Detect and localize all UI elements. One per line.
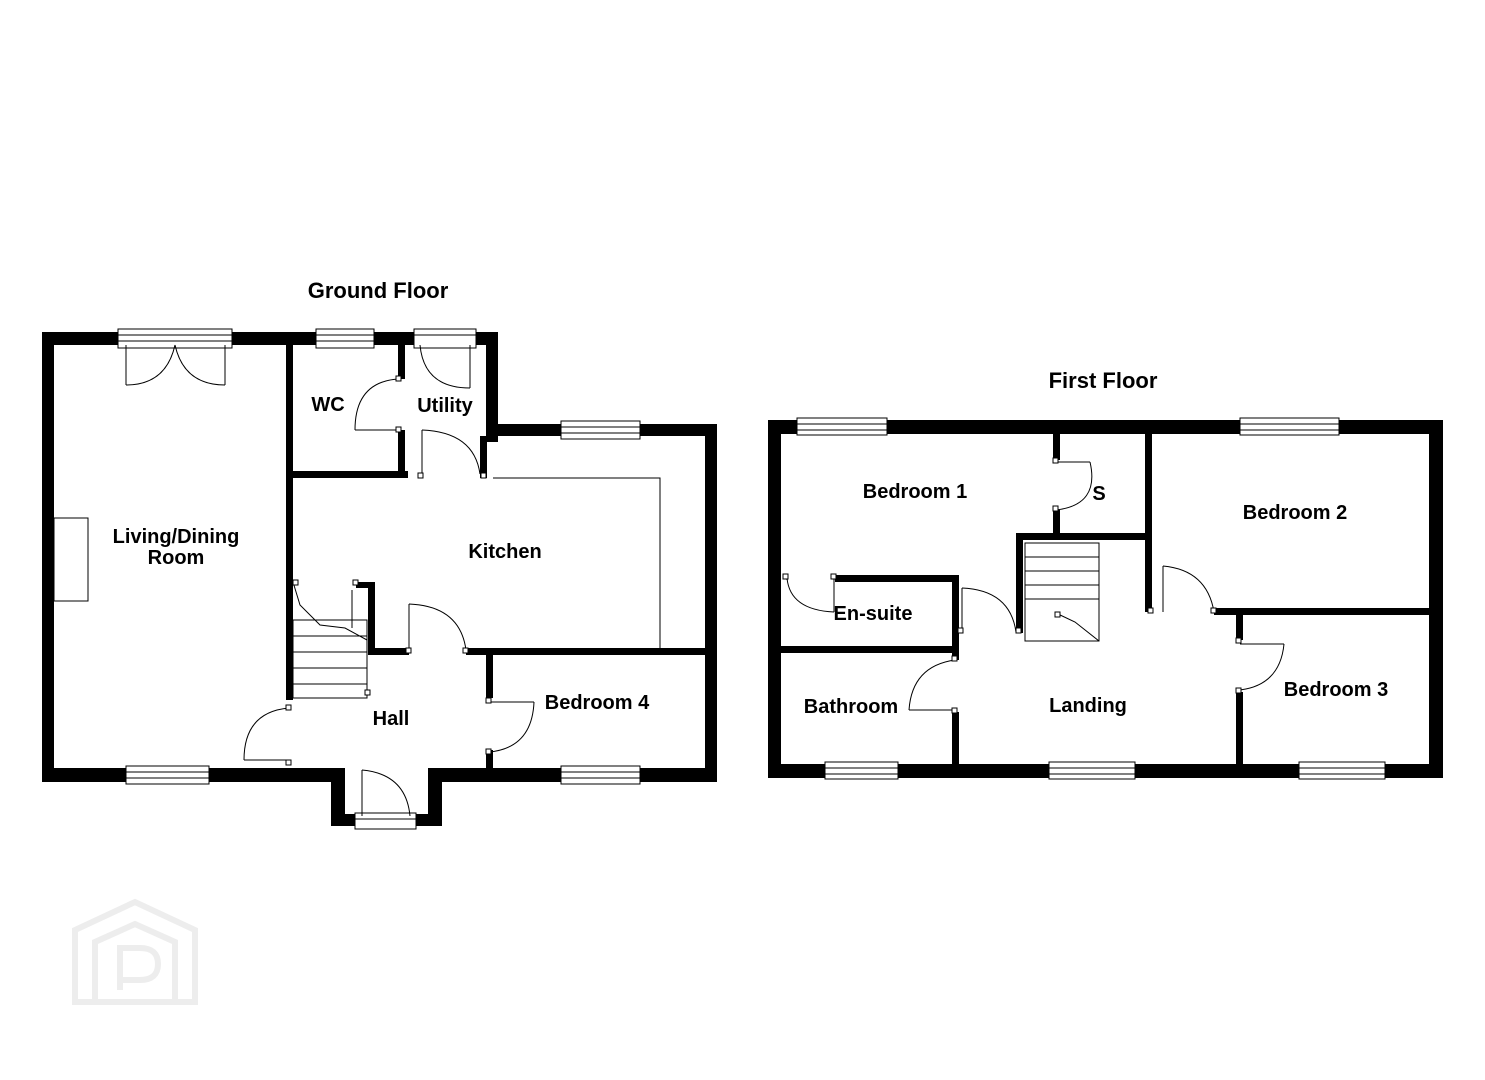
room-label-bedroom-3: Bedroom 3: [1284, 679, 1388, 701]
ff-window-bed2: [1239, 417, 1340, 436]
gf-window-bottom-bed4: [560, 765, 641, 785]
gf-wall-utility-right: [486, 332, 498, 442]
gf-wall-left: [42, 332, 54, 782]
room-label-bedroom-4: Bedroom 4: [545, 692, 650, 714]
room-label-landing: Landing: [1049, 695, 1127, 717]
gf-porch-bottom-l: [331, 814, 355, 826]
gf-staircase: [292, 579, 371, 699]
gf-french-doors: [125, 344, 226, 386]
room-label-utility: Utility: [417, 395, 473, 417]
gf-wall-living-kitchen: [286, 345, 293, 700]
gf-window-porch: [354, 812, 417, 830]
ff-staircase: [1024, 542, 1100, 642]
first-floor-title: First Floor: [1049, 368, 1158, 393]
ff-wall-right: [1429, 420, 1443, 778]
gf-wall-kitchen-bottom: [466, 648, 717, 655]
gf-porch-left: [331, 768, 345, 826]
ff-wall-ensuite-bottom: [781, 646, 959, 653]
gf-wall-bed4-left-top: [486, 648, 493, 698]
ground-floor-plan: Ground Floor Living/Dining Room WC Utili…: [42, 278, 717, 830]
ff-wall-bed3-left-bottom: [1236, 692, 1243, 766]
kitchen-counter-line: [493, 477, 661, 648]
gf-hall-living-door: [243, 704, 292, 766]
room-label-living-dining-2: Room: [148, 547, 205, 569]
gf-utility-door: [417, 429, 487, 479]
room-label-bedroom-1: Bedroom 1: [863, 481, 967, 503]
ff-wall-stair-left: [1016, 533, 1023, 633]
ff-bedroom1-door: [957, 587, 1022, 634]
ff-wall-bed2-bottom: [1214, 608, 1429, 615]
ff-ensuite-door: [782, 573, 837, 613]
room-label-bedroom-2: Bedroom 2: [1243, 502, 1347, 524]
room-label-living-dining: Living/Dining: [113, 526, 240, 548]
gf-wall-hall-top: [368, 648, 409, 655]
gf-wall-wc-utility-bottom: [398, 430, 405, 474]
gf-wall-wc-bottom: [286, 471, 408, 478]
ff-window-bathroom: [824, 761, 899, 780]
room-label-kitchen: Kitchen: [468, 541, 541, 563]
gf-utility-back-door: [419, 344, 471, 389]
room-label-storage: S: [1092, 483, 1105, 505]
first-floor-plan: First Floor Bedroom 1 S Bedroom 2 En-sui…: [768, 368, 1443, 780]
ff-bedroom2-door: [1147, 565, 1217, 614]
ff-wall-ensuite-top: [835, 575, 959, 582]
ff-window-landing: [1048, 761, 1136, 780]
ff-wall-bath-right: [952, 712, 959, 766]
house-logo-icon: [72, 898, 198, 1005]
gf-wall-stair-right: [368, 582, 375, 654]
ground-floor-title: Ground Floor: [308, 278, 449, 303]
ff-bathroom-door: [908, 655, 958, 714]
gf-porch-right: [428, 768, 442, 826]
ff-wall-s-left-top: [1053, 434, 1060, 460]
gf-wall-bed4-left-bottom: [486, 750, 493, 770]
gf-window-top-wc: [315, 328, 375, 349]
room-label-hall: Hall: [373, 708, 410, 730]
gf-window-top-kitchen: [560, 420, 641, 440]
gf-wall-right: [705, 424, 717, 782]
ff-window-bed3: [1298, 761, 1386, 780]
gf-front-door: [361, 769, 411, 817]
gf-window-top-living: [117, 328, 233, 349]
gf-hall-kitchen-door: [405, 603, 469, 654]
ff-wall-bed3-left-top: [1236, 615, 1243, 640]
room-label-bathroom: Bathroom: [804, 696, 898, 718]
ff-wall-bed1-bed2: [1145, 434, 1152, 612]
ff-wall-ensuite-right-low: [952, 630, 959, 660]
ff-window-bed1: [796, 417, 888, 436]
ff-wall-s-left-bottom: [1053, 510, 1060, 536]
gf-porch-bottom-r: [416, 814, 442, 826]
ff-wall-left: [768, 420, 781, 778]
ff-wall-s-bottom: [1016, 533, 1147, 540]
ff-wall-ensuite-right: [952, 575, 959, 633]
gf-wall-utility-bottom: [480, 436, 487, 478]
gf-wall-wc-utility-top: [398, 345, 405, 379]
gf-window-top-utility: [413, 328, 477, 349]
ff-bedroom3-door: [1235, 637, 1285, 694]
room-label-en-suite: En-suite: [834, 603, 913, 625]
gf-window-bottom-living: [125, 765, 210, 785]
gf-wc-door: [354, 375, 402, 433]
gf-wall-stair-top: [356, 582, 375, 588]
ff-storage-door: [1052, 457, 1093, 512]
chimney-breast: [53, 517, 89, 602]
gf-bedroom4-door: [485, 697, 535, 755]
room-label-wc: WC: [311, 394, 344, 416]
